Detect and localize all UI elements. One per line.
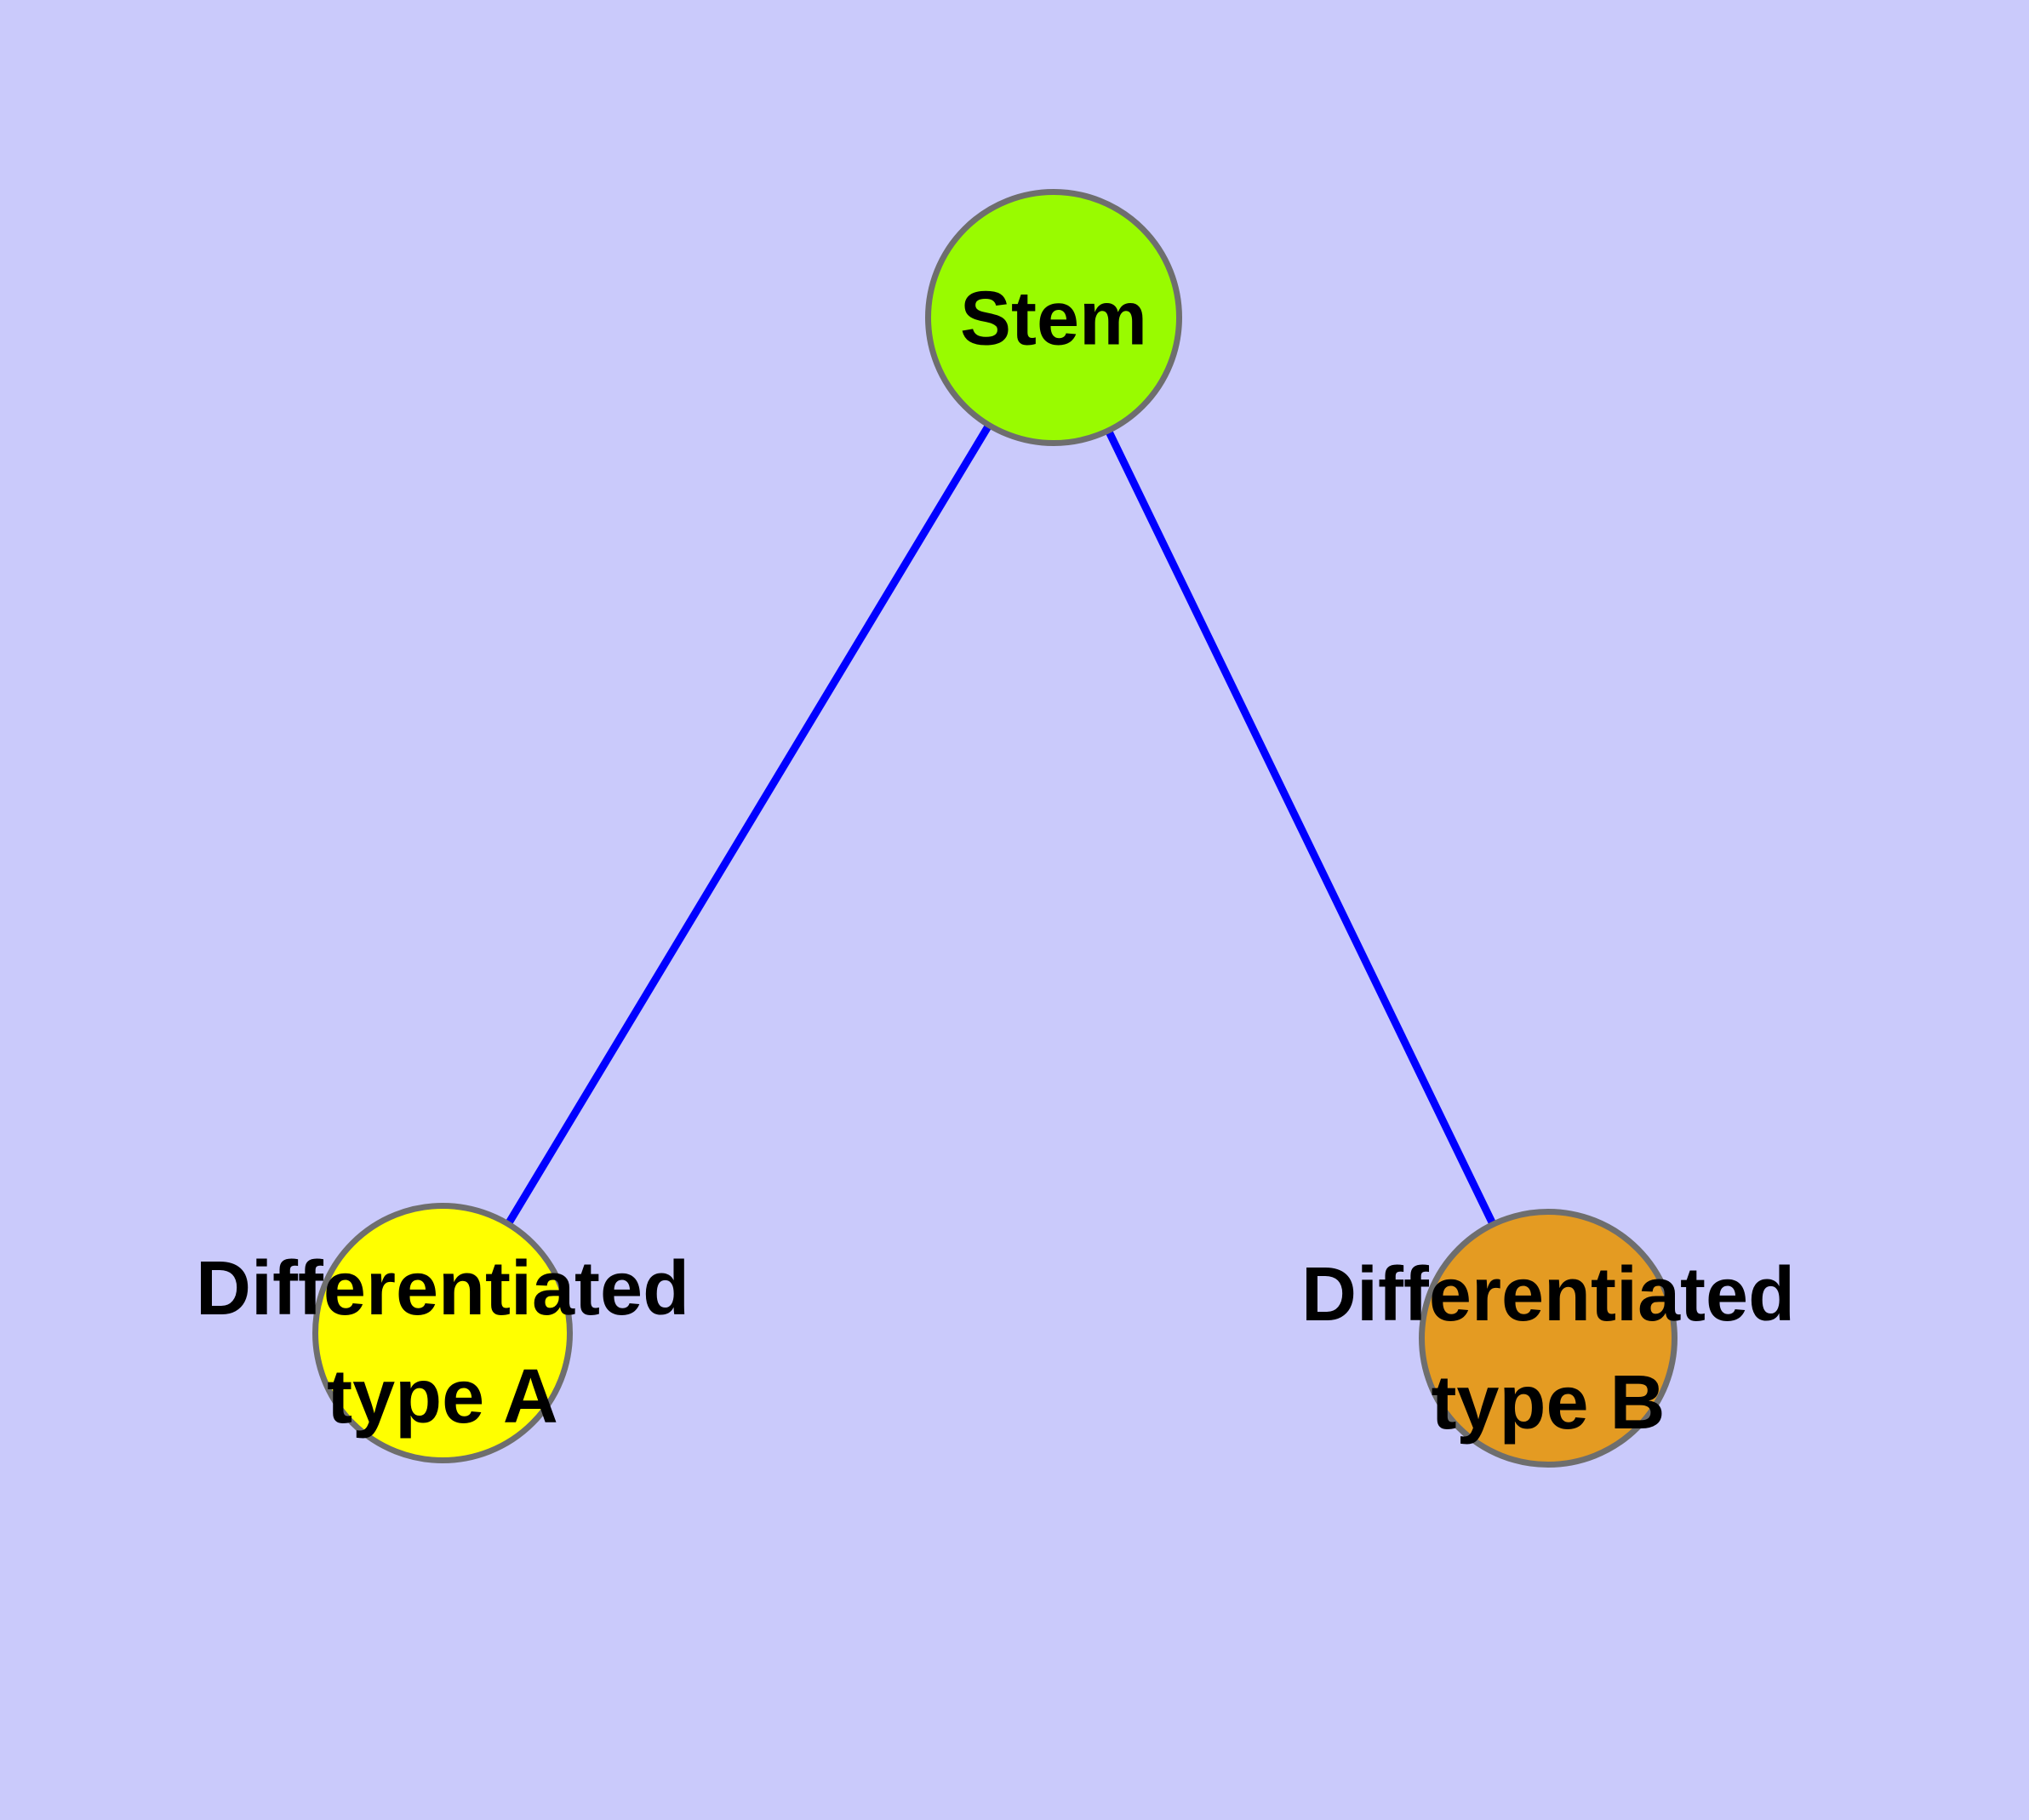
node-differentiated-type-a-label: Differentiated type A	[196, 1235, 689, 1451]
node-stem-circle	[925, 189, 1182, 446]
node-differentiated-type-b-label-line-1: Differentiated	[1300, 1252, 1796, 1337]
node-differentiated-type-b-label: Differentiated type B	[1301, 1241, 1795, 1457]
node-differentiated-type-a-label-line-1: Differentiated	[195, 1246, 690, 1331]
edge-stem-to-type-b	[1049, 316, 1552, 1340]
node-differentiated-type-b-label-line-2: type B	[1431, 1360, 1666, 1445]
node-stem-label-line: Stem	[959, 276, 1148, 362]
node-stem-label: Stem	[960, 266, 1147, 374]
node-differentiated-type-a-circle	[312, 1203, 573, 1463]
node-differentiated-type-a-label-line-2: type A	[327, 1354, 558, 1439]
node-differentiated-type-b-circle	[1419, 1209, 1677, 1468]
edge-stem-to-type-a	[439, 315, 1057, 1336]
